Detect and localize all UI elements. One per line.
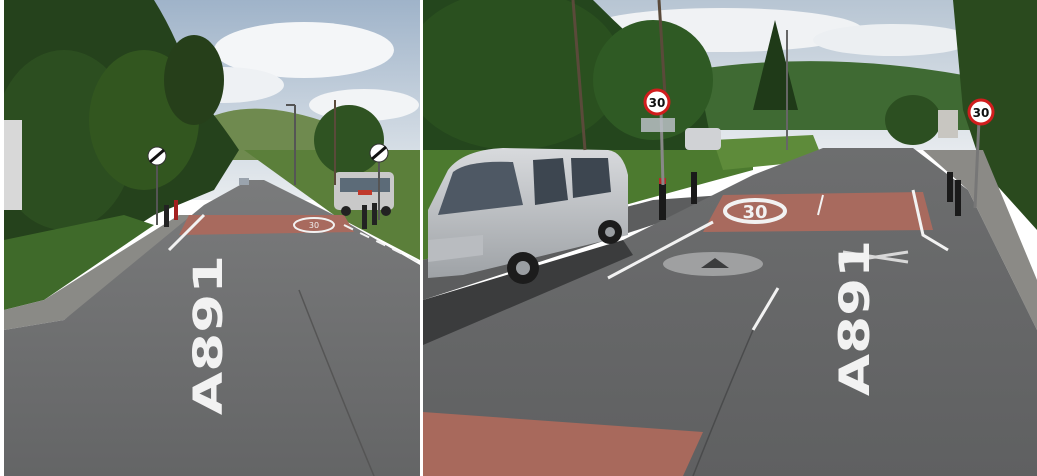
left-street-photo: 30 A891 (4, 0, 420, 476)
speed-limit-sign-icon (643, 88, 671, 116)
right-photo-scene: 30 A891 (423, 0, 1037, 476)
distant-car (685, 128, 721, 150)
road-edge-line (343, 224, 420, 263)
speed-marking-ring (723, 198, 787, 224)
red-surfacing (179, 215, 354, 235)
bollard (164, 205, 169, 227)
road-shadow (423, 240, 633, 345)
left-bank (4, 215, 154, 310)
bollard (659, 178, 666, 220)
road-edge-line (607, 220, 714, 280)
road-number-text: A891 (831, 240, 879, 396)
bollard (955, 180, 961, 216)
red-surfacing (423, 412, 703, 476)
speed-marking-text: 30 (309, 221, 319, 230)
distant-car (239, 178, 249, 185)
road-crack (692, 329, 754, 476)
arrow-marking-icon (701, 258, 729, 268)
right-street-photo: 30 A891 (423, 0, 1037, 476)
road-crack (298, 289, 375, 476)
tree (885, 95, 941, 145)
house (938, 110, 958, 138)
give-way-cross-marking (842, 250, 909, 264)
telegraph-pole (657, 0, 667, 96)
bollard (947, 172, 953, 202)
right-trees (953, 0, 1037, 230)
tree (164, 35, 224, 125)
road-number-marking: A891 (186, 255, 232, 415)
speed-marking-text: 30 (742, 202, 767, 223)
road-edge-line (167, 213, 206, 252)
speed-limit-sign-text: 30 (649, 96, 666, 110)
road-edge-line (911, 189, 949, 252)
road-number-text: A891 (186, 255, 232, 415)
speed-marking-ring (293, 217, 335, 233)
speed-limit-sign-text: 30 (973, 106, 990, 120)
road-centre-line (751, 287, 780, 331)
road (4, 180, 420, 476)
right-pavement (923, 150, 1037, 330)
left-pavement (4, 215, 204, 330)
road-number-marking: A891 (831, 240, 879, 396)
cloud (813, 24, 973, 56)
parked-silver-van (428, 148, 628, 284)
tree (314, 105, 384, 175)
cloud (214, 22, 394, 78)
bollard (362, 205, 367, 229)
blurred-plate (641, 118, 675, 132)
left-photo-scene: 30 A891 (4, 0, 420, 476)
tree (423, 0, 623, 150)
bollard (174, 200, 178, 220)
sign-pole (973, 119, 981, 209)
road-dash (817, 194, 824, 216)
roadside-board (4, 120, 22, 210)
speed-limit-sign-icon (967, 98, 995, 126)
bollard (691, 172, 697, 204)
bollard (372, 203, 377, 225)
tree (593, 20, 713, 140)
telegraph-pole (571, 0, 587, 151)
